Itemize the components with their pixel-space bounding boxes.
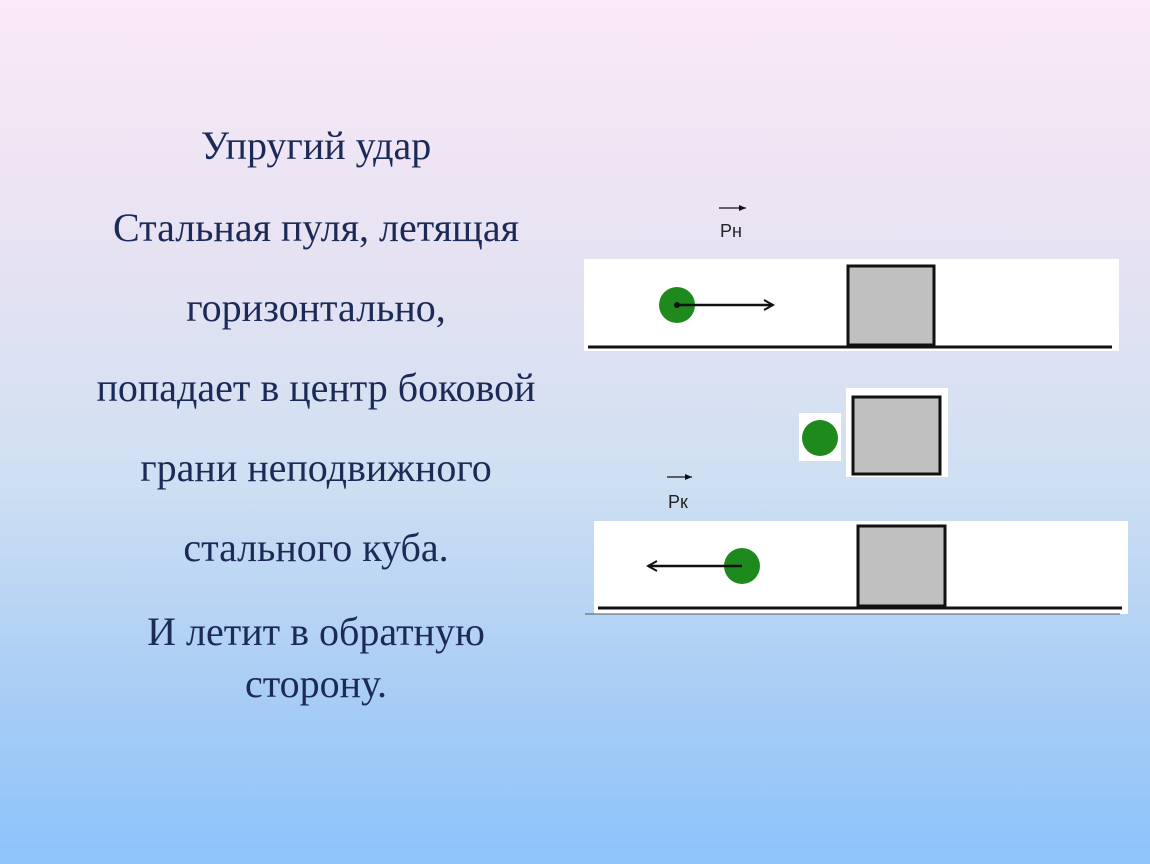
steel-cube (846, 264, 936, 347)
momentum-final-label: Pк (667, 474, 692, 512)
panel-before-impact (584, 259, 1119, 351)
slide-title: Упругий удар (200, 123, 432, 168)
text-line-1: Стальная пуля, летящая (112, 205, 519, 250)
label-pk: Pк (668, 492, 688, 512)
text-line-6: И летит в обратную (147, 609, 485, 654)
steel-bullet (802, 420, 838, 456)
label-pn: Pн (720, 221, 742, 241)
text-line-2: горизонтально, (186, 285, 446, 330)
text-line-3: попадает в центр боковой (96, 365, 536, 410)
momentum-initial-label: Pн (719, 205, 746, 241)
panel-impact (799, 388, 948, 477)
text-line-4: грани неподвижного (140, 445, 492, 490)
steel-cube (851, 395, 942, 476)
panel-after-impact (585, 521, 1128, 615)
text-line-7: сторону. (244, 661, 388, 706)
steel-cube (856, 524, 947, 608)
text-line-5: стального куба. (183, 525, 449, 570)
